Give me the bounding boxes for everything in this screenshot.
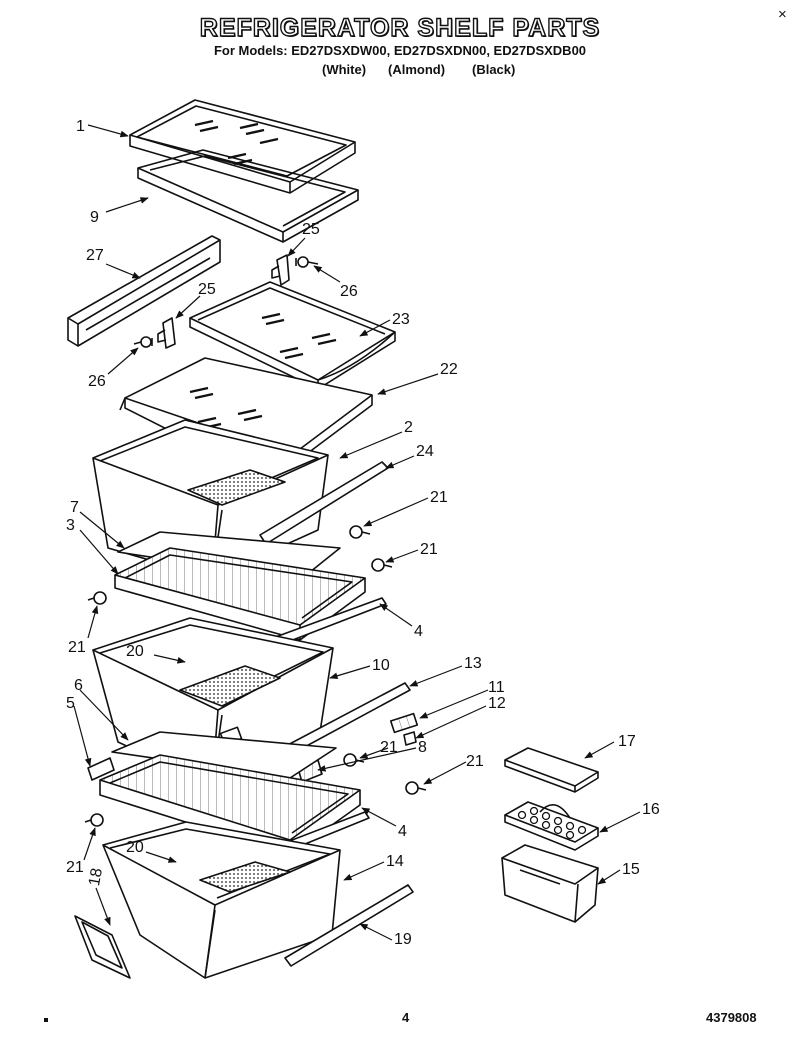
screw-part-21-e bbox=[405, 781, 427, 795]
screw-part-21-f bbox=[84, 813, 104, 827]
screw-part-21-c bbox=[87, 591, 107, 605]
callout-17: 17 bbox=[618, 733, 636, 750]
callout-3: 3 bbox=[66, 517, 75, 534]
callout-14: 14 bbox=[386, 853, 404, 870]
screw-part-21-b bbox=[371, 558, 393, 572]
callout-24: 24 bbox=[416, 443, 434, 460]
crisper-drawer-part-2 bbox=[92, 419, 329, 579]
screw-part-26-left bbox=[133, 336, 153, 348]
egg-tray-part-16 bbox=[504, 801, 599, 851]
trim-strip-part-27 bbox=[67, 235, 221, 347]
callout-4: 4 bbox=[398, 823, 407, 840]
callout-21: 21 bbox=[68, 639, 86, 656]
rail-part-5 bbox=[87, 757, 115, 781]
callout-16: 16 bbox=[642, 801, 660, 818]
callout-21: 21 bbox=[420, 541, 438, 558]
callout-18: 18 bbox=[86, 867, 106, 888]
callout-13: 13 bbox=[464, 655, 482, 672]
callout-1: 1 bbox=[76, 118, 85, 135]
callout-11: 11 bbox=[488, 679, 505, 696]
callout-9: 9 bbox=[90, 209, 99, 226]
egg-cover-part-17 bbox=[504, 747, 599, 793]
corner-dot bbox=[44, 1018, 48, 1022]
drawer-trim-part-19 bbox=[284, 884, 414, 967]
callout-5: 5 bbox=[66, 695, 75, 712]
humidity-slider-part-11 bbox=[389, 712, 419, 734]
shelf-frame-part-9 bbox=[137, 149, 359, 243]
callout-23: 23 bbox=[392, 311, 410, 328]
shelf-frame-part-3 bbox=[114, 547, 366, 641]
callout-25: 25 bbox=[302, 221, 320, 238]
callout-25: 25 bbox=[198, 281, 216, 298]
callout-22: 22 bbox=[440, 361, 458, 378]
callout-15: 15 bbox=[622, 861, 640, 878]
color-almond: (Almond) bbox=[388, 62, 446, 77]
crisper-drawer-part-14 bbox=[102, 821, 341, 979]
callout-26: 26 bbox=[340, 283, 358, 300]
callout-12: 12 bbox=[488, 695, 506, 712]
page-number: 4 bbox=[402, 1010, 410, 1025]
callout-8: 8 bbox=[418, 739, 427, 756]
callout-27: 27 bbox=[86, 247, 104, 264]
document-number: 4379808 bbox=[706, 1010, 757, 1025]
color-white: (White) bbox=[322, 62, 367, 77]
callout-21: 21 bbox=[466, 753, 484, 770]
callout-4: 4 bbox=[414, 623, 423, 640]
color-black: (Black) bbox=[472, 62, 516, 77]
crisper-drawer-part-10 bbox=[92, 617, 334, 786]
corner-mark: × bbox=[778, 6, 787, 23]
storage-bin-part-15 bbox=[501, 844, 599, 923]
callout-19: 19 bbox=[394, 931, 412, 948]
callout-21: 21 bbox=[430, 489, 448, 506]
callout-26: 26 bbox=[88, 373, 106, 390]
model-list: For Models: ED27DSXDW00, ED27DSXDN00, ED… bbox=[213, 43, 587, 58]
callout-2: 2 bbox=[404, 419, 413, 436]
callout-20: 20 bbox=[126, 839, 144, 856]
screw-part-21-a bbox=[349, 525, 371, 539]
label-frame-part-18 bbox=[74, 915, 131, 979]
glass-shelf-part-1 bbox=[129, 99, 356, 194]
callout-10: 10 bbox=[372, 657, 390, 674]
bracket-part-25-top bbox=[271, 254, 290, 286]
slider-tab-part-12 bbox=[403, 731, 417, 746]
callout-21: 21 bbox=[380, 739, 398, 756]
callout-20: 20 bbox=[126, 643, 144, 660]
callout-21: 21 bbox=[66, 859, 84, 876]
bracket-part-25-left bbox=[157, 317, 176, 349]
callout-7: 7 bbox=[70, 499, 79, 516]
callout-6: 6 bbox=[74, 677, 83, 694]
screw-part-26-top bbox=[295, 256, 319, 268]
page-title: REFRIGERATOR SHELF PARTS bbox=[199, 13, 601, 42]
